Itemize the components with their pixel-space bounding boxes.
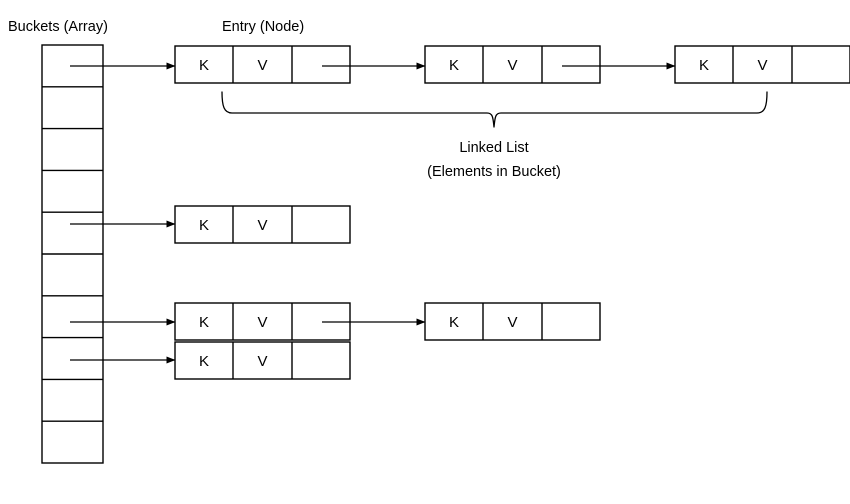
node-chain1-0: K V: [174, 205, 351, 244]
linked-list-brace: [221, 91, 768, 128]
node-value-label: V: [507, 314, 517, 331]
node-chain0-1: K V: [424, 45, 601, 84]
node-key-label: K: [449, 314, 459, 331]
node-box: [174, 45, 351, 84]
node-box: [424, 45, 601, 84]
node-value-label: V: [507, 57, 517, 74]
node-key-label: K: [699, 57, 709, 74]
node-box: [174, 341, 351, 380]
node-box: [424, 302, 601, 341]
node-chain0-0: K V: [174, 45, 351, 84]
node-key-label: K: [199, 217, 209, 234]
node-value-label: V: [257, 57, 267, 74]
linked-list-label-line1: Linked List: [459, 140, 528, 156]
node-chain2-1: K V: [424, 302, 601, 341]
node-chain0-2: K V: [674, 45, 850, 84]
node-key-label: K: [199, 57, 209, 74]
buckets-array-label: Buckets (Array): [8, 19, 108, 35]
node-chain3-0: K V: [174, 341, 351, 380]
node-box: [174, 205, 351, 244]
node-value-label: V: [257, 314, 267, 331]
node-value-label: V: [757, 57, 767, 74]
node-key-label: K: [199, 314, 209, 331]
node-key-label: K: [449, 57, 459, 74]
entry-node-label: Entry (Node): [222, 19, 304, 35]
linked-list-label-line2: (Elements in Bucket): [427, 164, 561, 180]
bucket-array: [41, 44, 104, 464]
node-value-label: V: [257, 353, 267, 370]
node-key-label: K: [199, 353, 209, 370]
node-box: [674, 45, 850, 84]
node-value-label: V: [257, 217, 267, 234]
